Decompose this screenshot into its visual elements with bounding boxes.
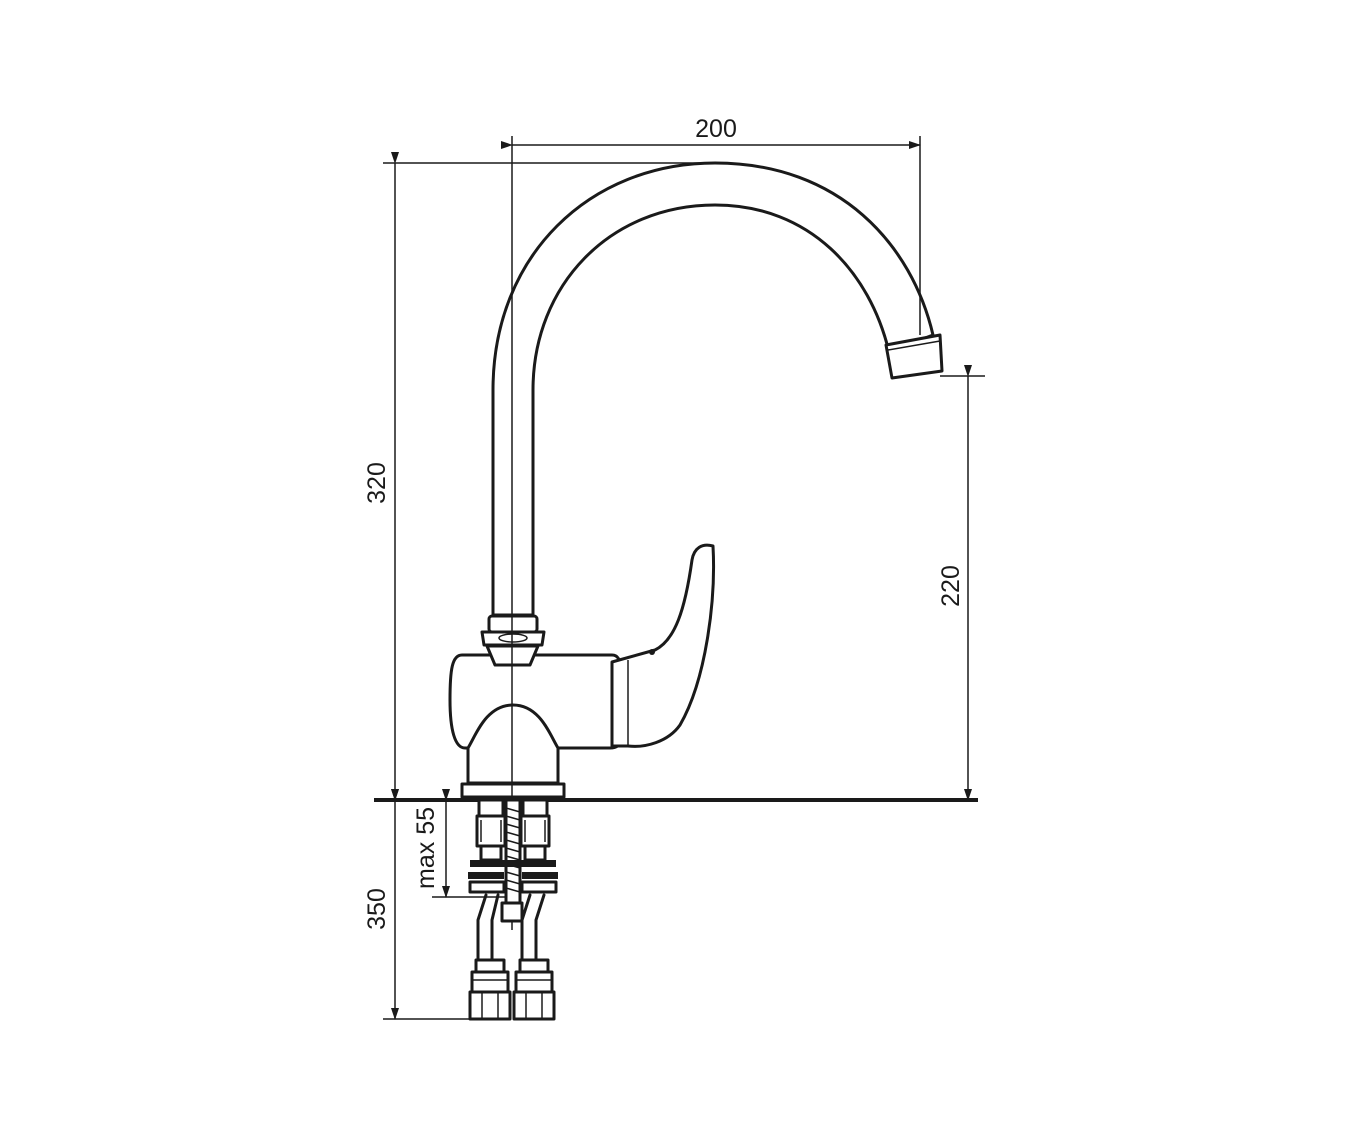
dimension-hose-length-label: 350 — [363, 888, 391, 930]
hose-right — [512, 798, 556, 1021]
dimension-hose-length: 350 — [363, 789, 470, 1020]
aerator — [884, 333, 944, 380]
lever-handle — [610, 543, 715, 748]
faucet — [374, 136, 978, 1021]
dimension-reach: 200 — [501, 115, 921, 335]
dimension-spout-height: 220 — [937, 365, 985, 801]
base-arch — [466, 703, 560, 785]
dimension-max-thickness-label: max 55 — [412, 807, 440, 889]
swivel-collar — [487, 614, 539, 634]
threaded-rod — [500, 798, 524, 923]
dimension-spout-height-label: 220 — [937, 565, 965, 607]
spout — [491, 161, 935, 617]
dimension-total-height-label: 320 — [363, 462, 391, 504]
base-plate — [460, 782, 566, 799]
mounting-hardware — [468, 860, 558, 894]
dimension-reach-label: 200 — [695, 115, 737, 143]
dimension-max-thickness: max 55 — [412, 789, 505, 898]
dimension-total-height: 320 — [363, 152, 715, 801]
hose-left — [468, 798, 512, 1021]
